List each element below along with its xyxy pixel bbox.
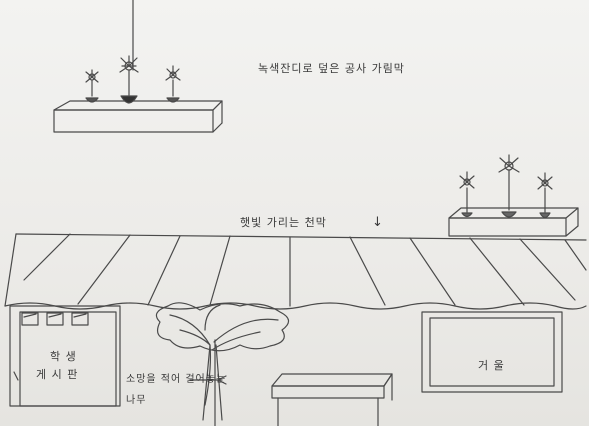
right-planter-flowers <box>459 154 553 219</box>
student-board <box>9 305 121 407</box>
wish-tree-label-line1: 소망을 적어 걸어놓는 <box>126 374 227 385</box>
right-planter <box>448 207 579 237</box>
mirror-label: 거 울 <box>478 359 505 372</box>
bench <box>271 373 393 426</box>
mirror-frame <box>421 311 563 393</box>
green-turf-construction-screen-caption: 녹색잔디로 덮은 공사 가림막 <box>258 62 405 75</box>
sunshade-caption: 햇빛 가리는 천막 <box>240 216 327 229</box>
student-board-label-line1: 학 생 <box>50 350 77 363</box>
student-board-label-line2: 게 시 판 <box>36 368 79 381</box>
left-planter-flowers <box>85 55 181 104</box>
sunshade-awning <box>4 233 587 310</box>
wish-tree-label-line2: 나무 <box>126 395 147 406</box>
left-planter <box>53 100 223 133</box>
wish-tree <box>155 302 290 426</box>
sunshade-arrow-icon: ↓ <box>372 215 384 230</box>
